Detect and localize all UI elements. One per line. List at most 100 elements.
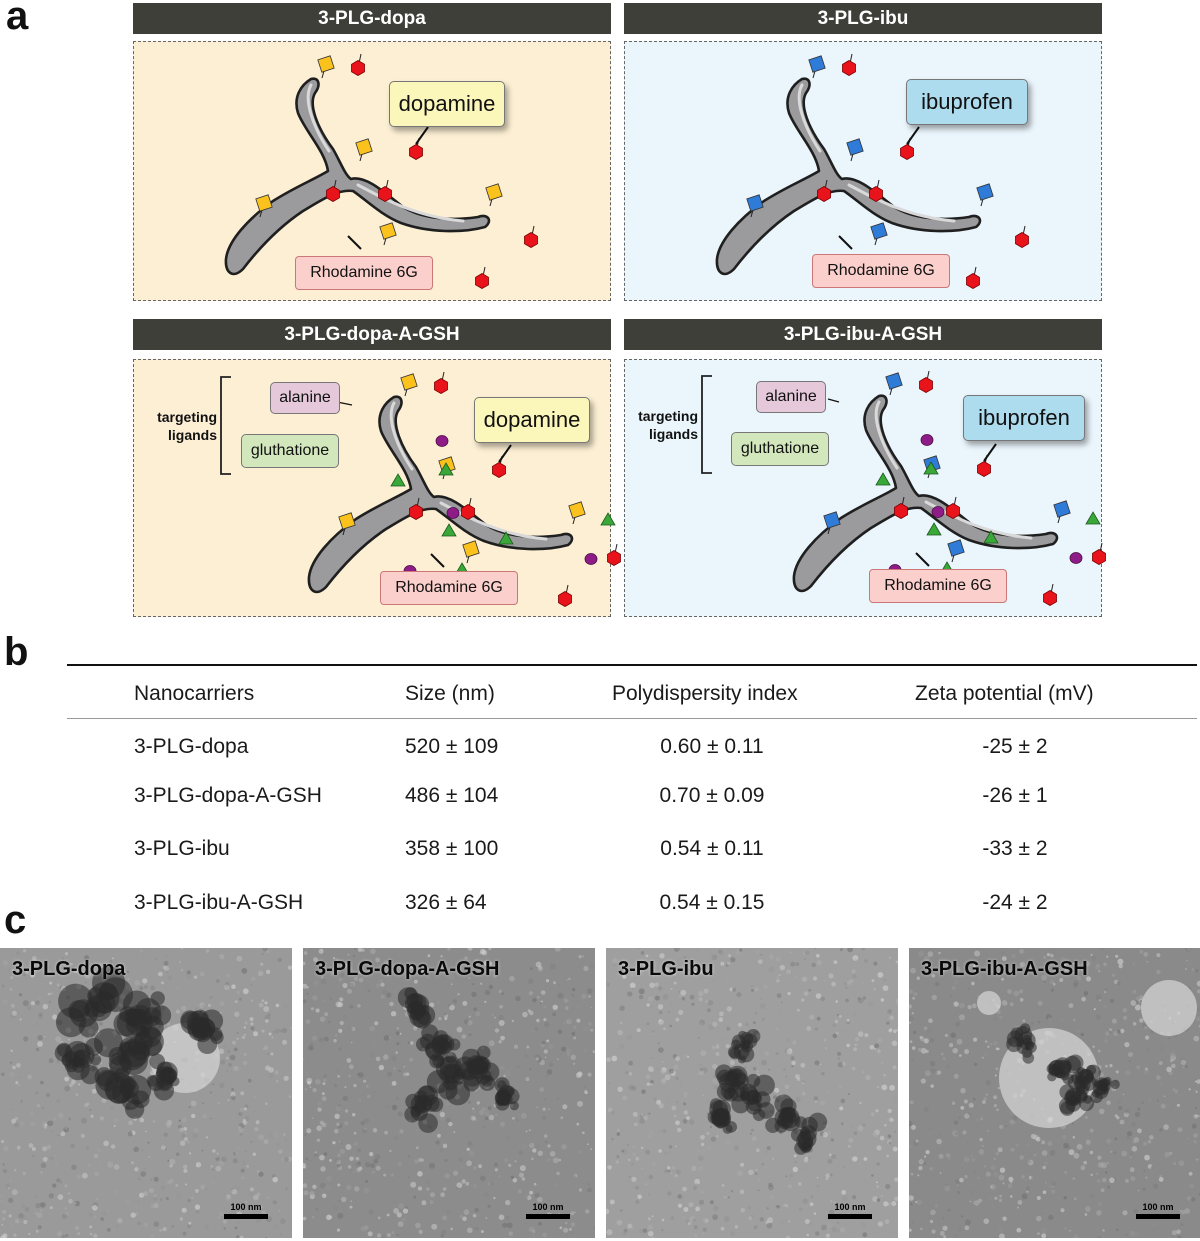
drug-square-icon (355, 138, 373, 156)
tem-grain-dot (547, 1158, 551, 1162)
tem-grain-dot (375, 983, 381, 988)
tem-grain-dot (353, 1131, 357, 1135)
tem-grain-dot (588, 995, 591, 998)
tem-grain-dot (466, 1160, 472, 1167)
tem-grain-dot (241, 1160, 246, 1165)
table-cell: -33 ± 2 (982, 837, 1048, 860)
tem-grain-dot (862, 1210, 866, 1213)
tem-grain-dot (260, 962, 264, 966)
tem-grain-dot (578, 955, 582, 959)
tem-grain-dot (480, 1175, 486, 1182)
tem-grain-dot (491, 1013, 494, 1016)
tem-grain-dot (763, 984, 768, 989)
tem-grain-dot (346, 1058, 352, 1063)
tem-grain-dot (652, 1162, 656, 1166)
tem-grain-dot (964, 1175, 968, 1179)
tem-grain-dot (139, 1192, 144, 1198)
tem-grain-dot (582, 955, 585, 958)
tem-grain-dot (1109, 998, 1115, 1004)
tem-grain-dot (606, 1057, 611, 1062)
tem-grain-dot (372, 1091, 376, 1095)
dye-pointer-line (838, 235, 853, 250)
tem-grain-dot (1100, 1188, 1105, 1193)
tem-grain-dot (211, 1181, 215, 1185)
tem-grain-dot (2, 960, 9, 966)
tem-grain-dot (473, 971, 476, 974)
tem-grain-dot (931, 1229, 936, 1234)
tem-grain-dot (264, 1001, 268, 1005)
tem-grain-dot (1180, 1210, 1186, 1215)
tem-grain-dot (1104, 1064, 1108, 1068)
tem-grain-dot (261, 1029, 265, 1033)
tem-grain-dot (912, 996, 915, 1000)
tem-grain-dot (670, 987, 673, 990)
tem-grain-dot (429, 1200, 434, 1205)
tem-grain-dot (583, 1086, 586, 1088)
tem-grain-dot (287, 965, 292, 970)
tem-grain-dot (537, 966, 544, 972)
tem-grain-dot (981, 1056, 984, 1059)
tem-grain-dot (703, 988, 709, 994)
tem-grain-dot (854, 1043, 857, 1047)
tem-grain-dot (1130, 1000, 1137, 1006)
tem-grain-dot (851, 1066, 856, 1071)
tem-grain-dot (791, 1065, 794, 1068)
tem-grain-dot (1193, 1139, 1197, 1144)
tem-grain-dot (809, 1156, 811, 1159)
tem-grain-dot (1094, 989, 1097, 991)
tem-grain-dot (553, 981, 556, 985)
tem-grain-dot (108, 1161, 110, 1163)
tem-grain-dot (318, 1037, 324, 1043)
tem-grain-dot (396, 1042, 400, 1046)
bracket-label-line-1: targeting (638, 408, 698, 424)
tem-grain (909, 948, 1200, 1238)
tem-grain-dot (1085, 960, 1091, 967)
tem-grain-dot (969, 1200, 972, 1203)
tem-grain-dot (1019, 1155, 1024, 1160)
tem-grain-dot (354, 1186, 360, 1192)
tem-grain-dot (144, 1168, 147, 1170)
tem-aggregate-particle (1091, 1079, 1100, 1087)
tem-grain-dot (429, 1002, 435, 1008)
tem-grain-dot (766, 1146, 771, 1151)
tem-grain-dot (409, 965, 414, 969)
tem-grain-dot (134, 1167, 139, 1172)
tem-grain-dot (923, 1106, 929, 1113)
tem-grain-dot (673, 948, 680, 952)
tem-grain-dot (531, 1028, 536, 1034)
tem-grain-dot (864, 1033, 869, 1038)
tem-grain-dot (444, 1158, 448, 1163)
drug-label: ibuprofen (906, 79, 1028, 125)
tem-grain-dot (8, 1187, 10, 1190)
tem-grain-dot (163, 960, 169, 966)
tem-grain-dot (1072, 982, 1078, 988)
tem-grain-dot (187, 1199, 191, 1203)
tem-grain-dot (798, 1167, 801, 1170)
tem-grain-dot (117, 1218, 123, 1224)
tem-grain-dot (911, 1221, 914, 1224)
tem-grain-dot (49, 1129, 53, 1133)
tem-grain-dot (1039, 1147, 1042, 1150)
tem-grain-dot (473, 1166, 477, 1170)
tem-grain-dot (316, 1125, 322, 1131)
tem-grain-dot (972, 964, 977, 968)
tem-grain-dot (758, 1179, 761, 1181)
tem-grain-dot (990, 1164, 996, 1171)
tem-grain-dot (111, 1106, 114, 1109)
tem-grain-dot (329, 997, 333, 1001)
tem-grain-dot (582, 1131, 585, 1135)
tem-grain-dot (688, 1202, 694, 1208)
tem-grain-dot (157, 1154, 162, 1159)
tem-grain-dot (346, 974, 349, 977)
tem-grain-dot (487, 1204, 491, 1208)
table-cell: 3-PLG-dopa (134, 735, 249, 758)
tem-grain-dot (770, 1194, 775, 1199)
tem-grain-dot (1147, 1053, 1150, 1056)
tem-grain-dot (161, 981, 164, 985)
tem-grain-dot (446, 1209, 452, 1214)
tem-aggregate-particle (737, 1055, 747, 1064)
dye-pointer-line (915, 552, 930, 567)
tem-grain-dot (1156, 1075, 1161, 1080)
tem-grain-dot (689, 994, 695, 1000)
dye-label: Rhodamine 6G (869, 569, 1007, 603)
